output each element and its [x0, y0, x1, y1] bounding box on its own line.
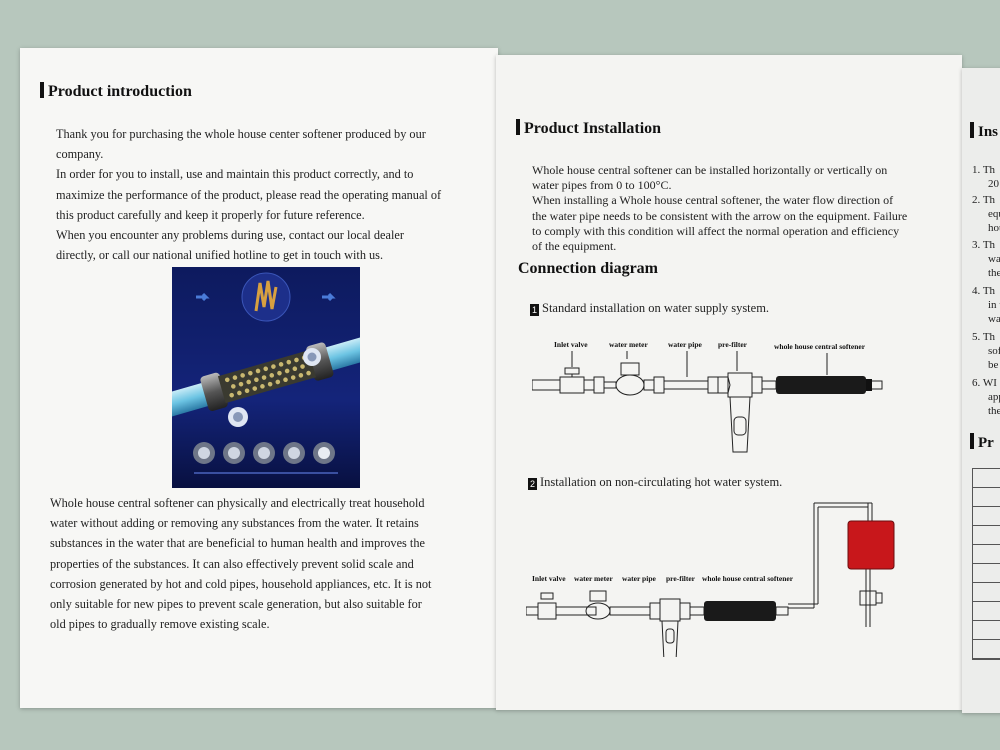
right-list-item: 2. Thequhou	[972, 194, 1000, 234]
inlet-valve-label: Inlet valve	[554, 340, 588, 349]
right-page-table	[972, 468, 1000, 660]
intro-line: company.	[56, 147, 104, 162]
install-line: the water pipe needs to be consistent wi…	[532, 208, 908, 223]
pre-filter-label: pre-filter	[718, 340, 748, 349]
heading-bar-marker	[970, 433, 974, 449]
install-line: When installing a Whole house central so…	[532, 193, 894, 208]
right-page-heading: Ins	[970, 122, 998, 141]
whole-house-softener-label: whole house central softener	[702, 574, 794, 583]
body-line: Whole house central softener can physica…	[50, 496, 425, 510]
heading-bar-marker	[516, 119, 520, 135]
description-paragraph: Whole house central softener can physica…	[50, 493, 482, 634]
water-meter-label: water meter	[574, 574, 613, 583]
whole-house-softener-label: whole house central softener	[774, 342, 866, 351]
intro-line: maximize the performance of the product,…	[56, 187, 442, 202]
right-list-item: 6. WIappthe	[972, 377, 1000, 417]
install-line: of the equipment.	[532, 239, 617, 254]
body-line: water without adding or removing any sub…	[50, 516, 419, 531]
softener-unit	[704, 601, 776, 621]
inlet-valve-label: Inlet valve	[532, 574, 566, 583]
hot-water-installation-diagram: Inlet valve water meter water pipe pre-f…	[526, 497, 926, 657]
product-installation-heading: Product Installation	[516, 119, 661, 138]
middle-page: Product Installation Whole house central…	[496, 55, 962, 710]
body-line: only suitable for new pipes to prevent s…	[50, 597, 422, 612]
intro-line: directly, or call our national unified h…	[56, 248, 384, 263]
standard-installation-diagram: Inlet valve water meter water pipe pre-f…	[532, 337, 892, 462]
water-pipe-label: water pipe	[622, 574, 656, 583]
water-pipe-label: water pipe	[668, 340, 702, 349]
body-line: properties of the substances. It can als…	[50, 556, 414, 571]
intro-line: this product carefully and keep it prope…	[56, 207, 365, 222]
intro-line: Thank you for purchasing the whole house…	[56, 127, 426, 141]
intro-line: When you encounter any problems during u…	[56, 228, 404, 243]
intro-paragraph: Thank you for purchasing the whole house…	[56, 124, 482, 265]
water-meter-label: water meter	[609, 340, 648, 349]
heading-bar-marker	[970, 122, 974, 138]
heading-bar-marker	[40, 82, 44, 98]
connection-diagram-heading: Connection diagram	[518, 260, 658, 277]
pre-filter-label: pre-filter	[666, 574, 696, 583]
install-line: water pipes from 0 to 100°C.	[532, 178, 672, 193]
intro-line: In order for you to install, use and mai…	[56, 167, 414, 182]
diagram-1-drawing	[532, 351, 883, 453]
item-number-badge: 2	[528, 478, 537, 490]
installation-paragraph: Whole house central softener can be inst…	[532, 163, 944, 254]
item-number-badge: 1	[530, 304, 539, 316]
body-line: substances in the water that are benefic…	[50, 536, 425, 551]
body-line: corrosion generated by hot and cold pipe…	[50, 576, 432, 591]
product-introduction-heading: Product introduction	[40, 82, 192, 101]
install-line: Whole house central softener can be inst…	[532, 163, 888, 177]
right-page-heading-2: Pr	[970, 433, 994, 452]
product-photo	[162, 267, 379, 488]
softener-illustration	[162, 267, 379, 488]
diagram-2-drawing	[526, 502, 895, 657]
left-page: Product introduction Thank you for purch…	[20, 48, 498, 708]
body-line: old pipes to gradually remove existing s…	[50, 617, 270, 632]
water-heater	[847, 520, 895, 570]
install-line: to comply with this condition will affec…	[532, 223, 900, 238]
